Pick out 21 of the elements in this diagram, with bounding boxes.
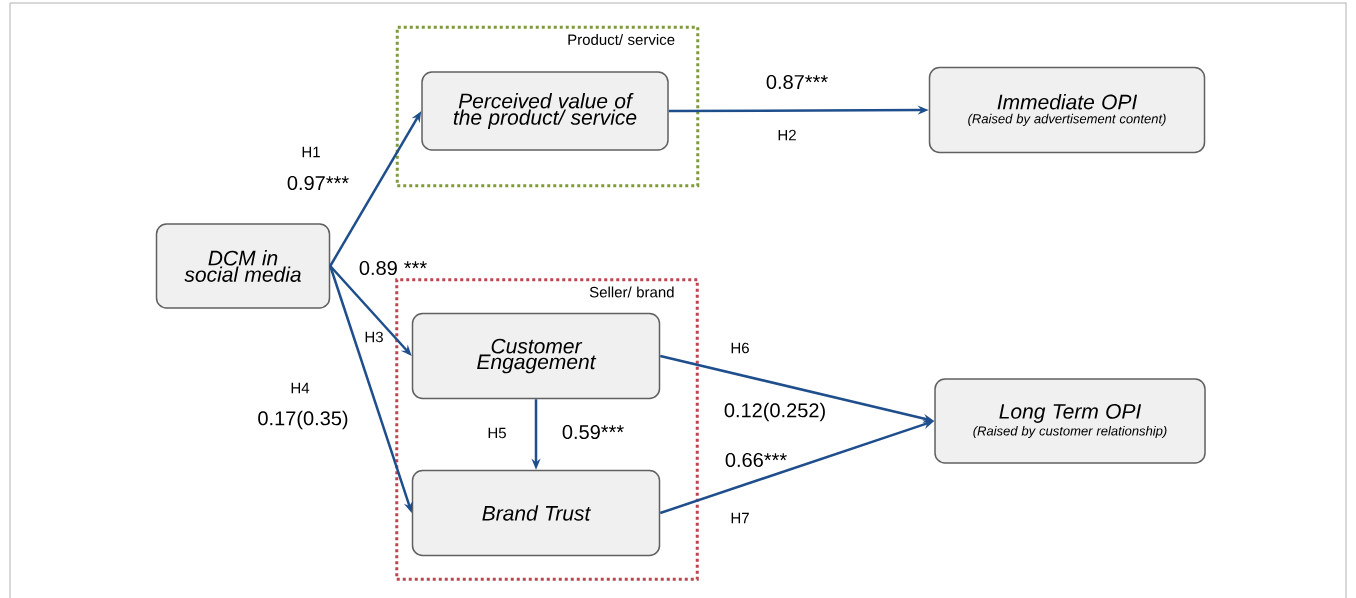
coefficient-label: 0.89 *** xyxy=(357,259,429,277)
construct-box: Brand Trust xyxy=(411,469,661,557)
hypothesis-label: H5 xyxy=(488,427,506,439)
construct-box: Customer Engagement xyxy=(411,312,661,400)
construct-box: Long Term OPI (Raised by customer relationship) xyxy=(934,378,1206,464)
coefficient-label: 0.59*** xyxy=(560,423,626,441)
hypothesis-label: H2 xyxy=(778,129,796,141)
coefficient-label: 0.12(0.252) xyxy=(722,401,828,423)
construct-box: Immediate OPI (Raised by advertisement content) xyxy=(928,66,1206,154)
hypothesis-label: H7 xyxy=(731,512,749,524)
path-arrow xyxy=(329,265,412,356)
hypothesis-label: H3 xyxy=(365,331,383,343)
hypothesis-label: H1 xyxy=(302,146,320,158)
coefficient-label: 0.87*** xyxy=(764,73,830,91)
coefficient-label: 0.97*** xyxy=(285,174,351,192)
hypothesis-label: H4 xyxy=(291,382,310,394)
coefficient-label: 0.66*** xyxy=(723,451,789,469)
construct-box: DCM in social media xyxy=(155,223,331,309)
hypothesis-label: H6 xyxy=(731,342,749,354)
construct-box: Perceived value of the product/ service xyxy=(421,71,669,151)
coefficient-label: 0.17(0.35) xyxy=(256,409,350,431)
